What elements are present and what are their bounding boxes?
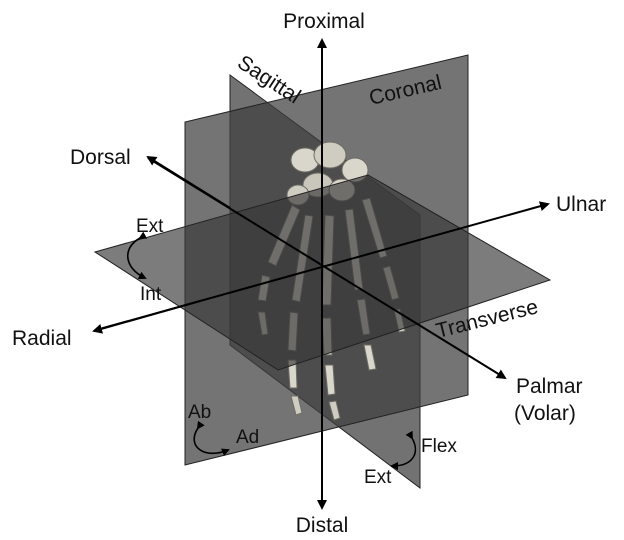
radial-label: Radial: [12, 327, 72, 350]
distal-label: Distal: [296, 514, 349, 537]
int-label: Int: [140, 284, 162, 305]
flex-label: Flex: [421, 436, 457, 457]
ab-label: Ab: [188, 402, 211, 423]
volar-label: (Volar): [514, 402, 576, 425]
radial-arrow: [94, 301, 200, 331]
ad-label: Ad: [236, 427, 259, 448]
ext-top-label: Ext: [136, 216, 164, 237]
dorsal-label: Dorsal: [70, 146, 131, 169]
proximal-label: Proximal: [283, 10, 365, 33]
palmar-label: Palmar: [516, 375, 583, 398]
ulnar-label: Ulnar: [556, 193, 606, 216]
ext-bottom-label: Ext: [364, 467, 392, 488]
